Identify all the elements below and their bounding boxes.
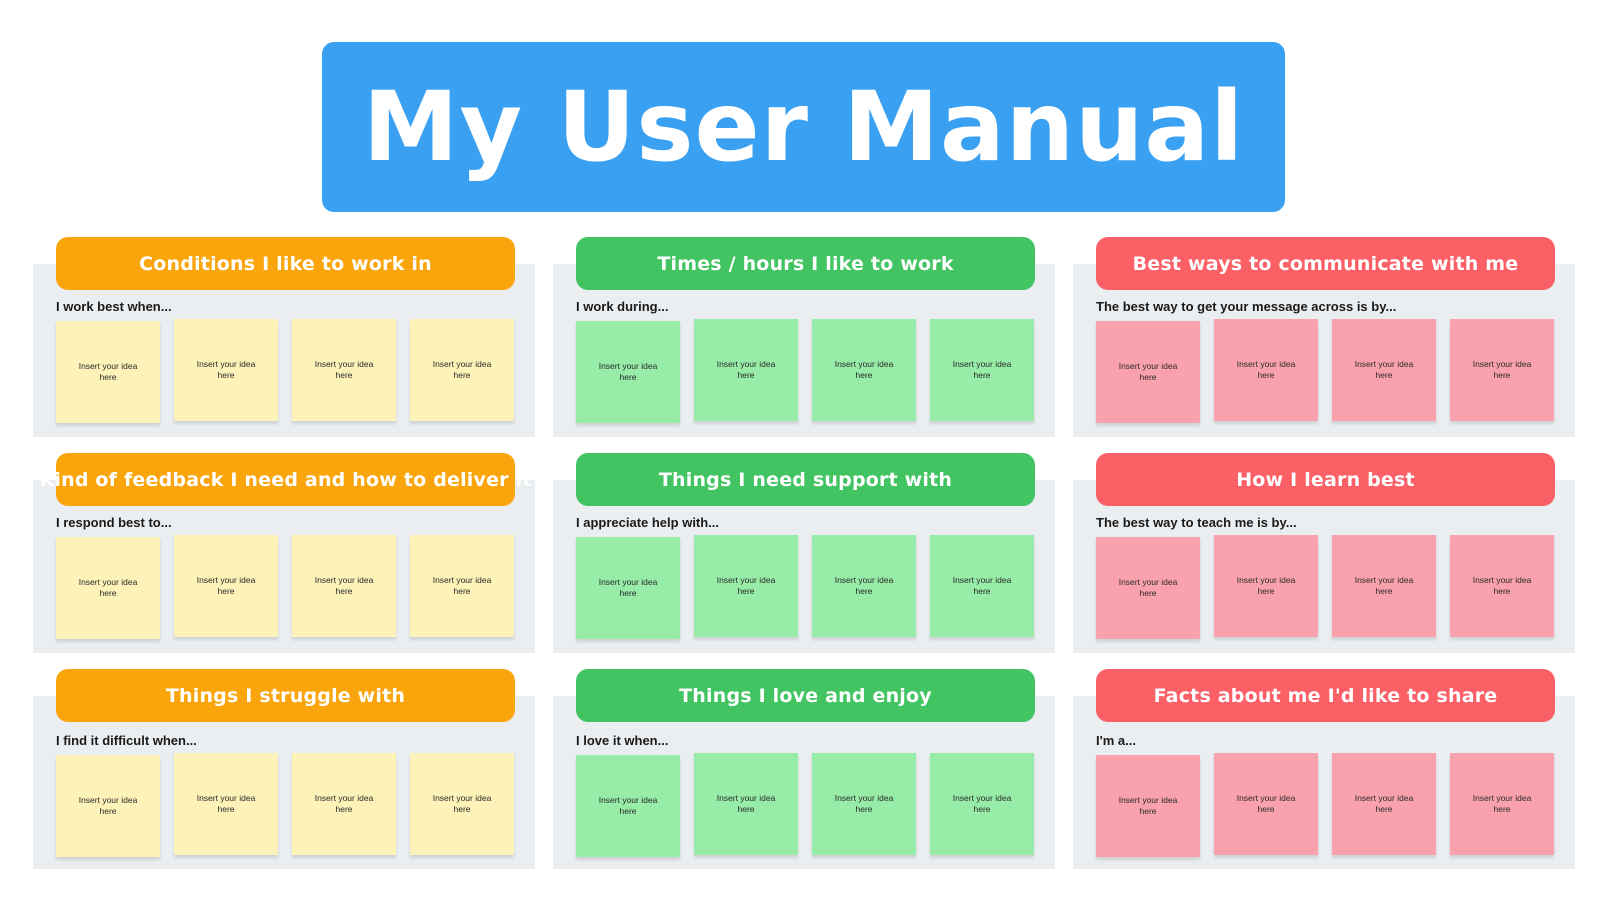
sticky-note[interactable]: Insert your idea here (930, 535, 1034, 637)
sticky-note[interactable]: Insert your idea here (930, 319, 1034, 421)
sticky-note[interactable]: Insert your idea here (56, 755, 160, 857)
section-prompt: I find it difficult when... (56, 733, 197, 748)
sticky-note[interactable]: Insert your idea here (174, 753, 278, 855)
sticky-note[interactable]: Insert your idea here (812, 753, 916, 855)
section-prompt: I work during... (576, 299, 669, 314)
sticky-notes: Insert your idea here Insert your idea h… (576, 535, 1046, 641)
sticky-notes: Insert your idea here Insert your idea h… (1096, 753, 1566, 859)
sticky-notes: Insert your idea here Insert your idea h… (56, 535, 526, 641)
section-feedback: Kind of feedback I need and how to deliv… (33, 453, 535, 669)
section-prompt: The best way to teach me is by... (1096, 515, 1297, 530)
section-prompt: The best way to get your message across … (1096, 299, 1397, 314)
sticky-note[interactable]: Insert your idea here (1096, 755, 1200, 857)
sticky-note[interactable]: Insert your idea here (576, 537, 680, 639)
sticky-notes: Insert your idea here Insert your idea h… (56, 319, 526, 425)
section-facts: Facts about me I'd like to share I'm a..… (1073, 669, 1575, 885)
sticky-note[interactable]: Insert your idea here (410, 753, 514, 855)
section-learn: How I learn best The best way to teach m… (1073, 453, 1575, 669)
section-conditions: Conditions I like to work in I work best… (33, 237, 535, 453)
sticky-note[interactable]: Insert your idea here (1450, 535, 1554, 637)
sticky-note[interactable]: Insert your idea here (1332, 753, 1436, 855)
sticky-note[interactable]: Insert your idea here (1096, 537, 1200, 639)
sticky-note[interactable]: Insert your idea here (56, 537, 160, 639)
section-times: Times / hours I like to work I work duri… (553, 237, 1055, 453)
sticky-notes: Insert your idea here Insert your idea h… (1096, 535, 1566, 641)
sticky-note[interactable]: Insert your idea here (174, 319, 278, 421)
sticky-note[interactable]: Insert your idea here (812, 319, 916, 421)
sticky-note[interactable]: Insert your idea here (576, 755, 680, 857)
sticky-note[interactable]: Insert your idea here (694, 753, 798, 855)
section-header: Things I struggle with (56, 669, 515, 722)
section-prompt: I work best when... (56, 299, 172, 314)
sticky-notes: Insert your idea here Insert your idea h… (576, 753, 1046, 859)
sticky-note[interactable]: Insert your idea here (1214, 535, 1318, 637)
section-communicate: Best ways to communicate with me The bes… (1073, 237, 1575, 453)
sticky-note[interactable]: Insert your idea here (410, 319, 514, 421)
section-header: Kind of feedback I need and how to deliv… (39, 453, 531, 506)
sticky-note[interactable]: Insert your idea here (410, 535, 514, 637)
title-banner: My User Manual (322, 42, 1285, 212)
section-prompt: I love it when... (576, 733, 669, 748)
sticky-note[interactable]: Insert your idea here (1214, 319, 1318, 421)
sticky-note[interactable]: Insert your idea here (292, 319, 396, 421)
sticky-note[interactable]: Insert your idea here (1096, 321, 1200, 423)
sticky-note[interactable]: Insert your idea here (292, 753, 396, 855)
section-header: Things I love and enjoy (576, 669, 1035, 722)
section-header: How I learn best (1096, 453, 1555, 506)
section-header: Conditions I like to work in (56, 237, 515, 290)
section-header: Things I need support with (576, 453, 1035, 506)
sticky-notes: Insert your idea here Insert your idea h… (56, 753, 526, 859)
sticky-notes: Insert your idea here Insert your idea h… (1096, 319, 1566, 425)
section-struggle: Things I struggle with I find it difficu… (33, 669, 535, 885)
sticky-note[interactable]: Insert your idea here (930, 753, 1034, 855)
section-love: Things I love and enjoy I love it when..… (553, 669, 1055, 885)
section-prompt: I respond best to... (56, 515, 172, 530)
section-prompt: I appreciate help with... (576, 515, 720, 530)
section-support: Things I need support with I appreciate … (553, 453, 1055, 669)
sticky-note[interactable]: Insert your idea here (694, 535, 798, 637)
sticky-note[interactable]: Insert your idea here (576, 321, 680, 423)
sticky-note[interactable]: Insert your idea here (1450, 753, 1554, 855)
sticky-note[interactable]: Insert your idea here (694, 319, 798, 421)
section-prompt: I'm a... (1096, 733, 1136, 748)
sticky-note[interactable]: Insert your idea here (1214, 753, 1318, 855)
sticky-note[interactable]: Insert your idea here (1450, 319, 1554, 421)
page-title: My User Manual (362, 71, 1245, 183)
sticky-notes: Insert your idea here Insert your idea h… (576, 319, 1046, 425)
sticky-note[interactable]: Insert your idea here (174, 535, 278, 637)
section-header: Times / hours I like to work (576, 237, 1035, 290)
section-header: Facts about me I'd like to share (1096, 669, 1555, 722)
sticky-note[interactable]: Insert your idea here (812, 535, 916, 637)
sticky-note[interactable]: Insert your idea here (292, 535, 396, 637)
sticky-note[interactable]: Insert your idea here (1332, 535, 1436, 637)
section-header: Best ways to communicate with me (1096, 237, 1555, 290)
sticky-note[interactable]: Insert your idea here (56, 321, 160, 423)
sticky-note[interactable]: Insert your idea here (1332, 319, 1436, 421)
